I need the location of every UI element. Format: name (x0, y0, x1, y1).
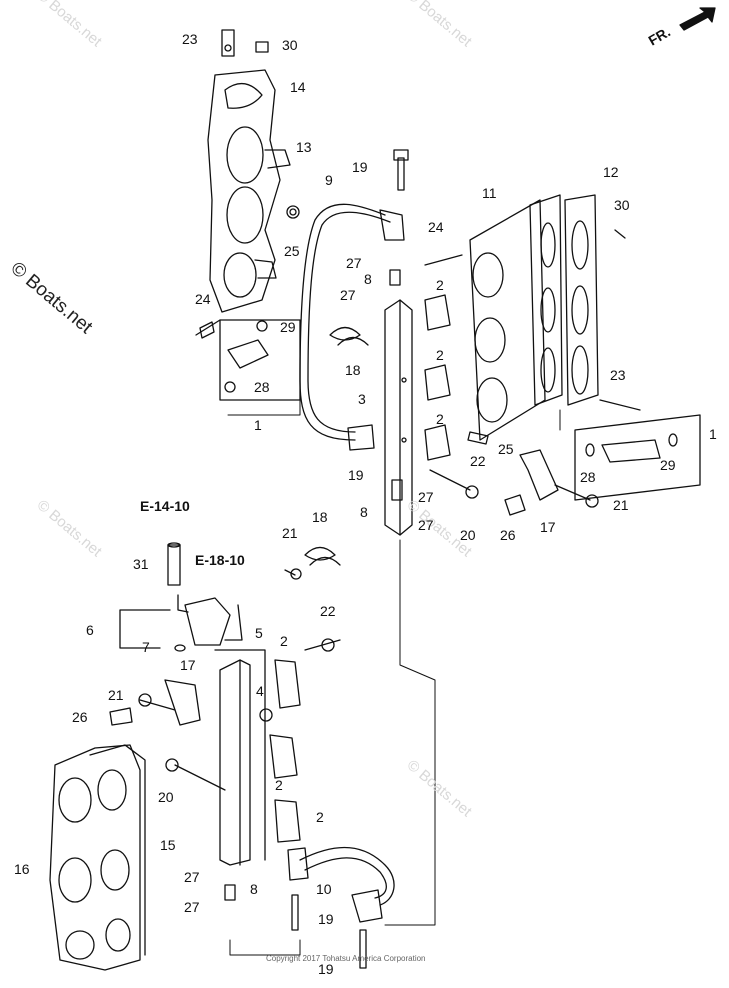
callout: 8 (360, 504, 368, 520)
callout: 27 (418, 517, 434, 533)
intake-manifold-right (424, 194, 641, 441)
callout: 27 (340, 287, 356, 303)
callout: 21 (108, 687, 124, 703)
callout: 4 (256, 683, 264, 699)
callout: 27 (184, 899, 200, 915)
fuel-rail-3 (384, 149, 413, 536)
bracket-2-right (424, 294, 451, 461)
callout: 5 (255, 625, 263, 641)
callout: 29 (280, 319, 296, 335)
callout: 11 (482, 185, 497, 201)
callout: 12 (603, 164, 619, 180)
callout: 27 (184, 869, 200, 885)
callout: 8 (250, 881, 258, 897)
callout: 19 (318, 961, 334, 977)
callout: 3 (358, 391, 366, 407)
fuel-hose-10 (224, 846, 395, 969)
callout: 28 (580, 469, 596, 485)
callout: 9 (325, 172, 333, 188)
callout: 7 (142, 639, 150, 655)
callout: 25 (498, 441, 514, 457)
callout: 23 (610, 367, 626, 383)
callout: 1 (254, 417, 262, 433)
callout: 30 (282, 37, 298, 53)
intake-manifold-upper (207, 29, 300, 313)
callout: 30 (614, 197, 630, 213)
callout: 25 (284, 243, 300, 259)
gasket-manifold-lower (49, 744, 146, 971)
callout: 24 (428, 219, 444, 235)
callout: 27 (346, 255, 362, 271)
callout: 17 (540, 519, 556, 535)
callout: 15 (160, 837, 176, 853)
callout: 27 (418, 489, 434, 505)
callout: 19 (348, 467, 364, 483)
callout: 20 (460, 527, 476, 543)
callout: 29 (660, 457, 676, 473)
callout: 1 (709, 426, 717, 442)
callout: 18 (345, 362, 361, 378)
callout: 22 (470, 453, 486, 469)
callout: 19 (318, 911, 334, 927)
callout: 28 (254, 379, 270, 395)
callout: 31 (133, 556, 149, 572)
callout: 2 (436, 411, 444, 427)
bolts-right (429, 431, 599, 516)
callout: 2 (280, 633, 288, 649)
callout: 21 (613, 497, 629, 513)
callout: 19 (352, 159, 368, 175)
callout: 2 (436, 347, 444, 363)
callout: 2 (316, 809, 324, 825)
reference-e14: E-14-10 (140, 498, 190, 514)
hose-clip-18-lower (284, 546, 341, 580)
callout: 2 (275, 777, 283, 793)
pressure-regulator (119, 542, 243, 652)
callout: 13 (296, 139, 312, 155)
fuel-hose-9 (299, 203, 405, 451)
front-arrow-icon (679, 7, 716, 31)
callout: 10 (316, 881, 332, 897)
callout: 21 (282, 525, 298, 541)
callout: 2 (436, 277, 444, 293)
callout: 20 (158, 789, 174, 805)
copyright-notice: Copyright 2017 Tohatsu America Corporati… (266, 954, 426, 963)
callout: 16 (14, 861, 30, 877)
callout: 18 (312, 509, 328, 525)
injector-right (574, 414, 701, 501)
callout: 8 (364, 271, 372, 287)
callout: 14 (290, 79, 306, 95)
reference-e18: E-18-10 (195, 552, 245, 568)
hose-clip-18-upper (329, 326, 369, 346)
leader-lines (227, 399, 561, 956)
callout: 17 (180, 657, 196, 673)
callout: 6 (86, 622, 94, 638)
callout: 22 (320, 603, 336, 619)
callout: 26 (500, 527, 516, 543)
callout: 26 (72, 709, 88, 725)
callout: 23 (182, 31, 198, 47)
callout: 24 (195, 291, 211, 307)
fuel-rail-lower (109, 638, 341, 866)
